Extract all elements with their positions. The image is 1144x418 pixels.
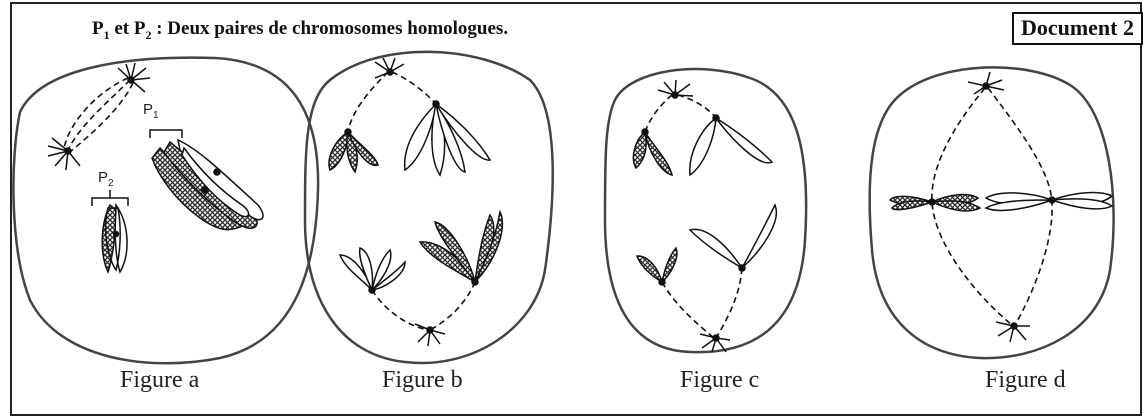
figure-b-chromatids-top	[329, 101, 490, 175]
figure-d-cell	[870, 67, 1114, 358]
figure-a-pair-p2	[92, 190, 128, 272]
p2-label: P2	[98, 169, 114, 189]
figure-b-spindle	[348, 72, 475, 330]
figure-c-chromatids-top	[633, 115, 772, 175]
figure-a-spindle	[64, 78, 133, 152]
figure-b-label: Figure b	[382, 367, 463, 394]
figure-d-aster-top	[968, 72, 1004, 94]
figure-b-chromatids-bottom	[340, 212, 502, 293]
p1-label: P1	[143, 101, 159, 121]
figure-a-aster-left	[48, 138, 80, 170]
figure-a-pair-p1	[150, 130, 263, 230]
figure-b-aster-top	[375, 58, 404, 78]
figure-c-aster-top	[658, 80, 693, 98]
figure-a-cell	[13, 58, 318, 364]
figure-c-chromatids-bottom	[637, 205, 776, 285]
figure-b-cell	[305, 52, 553, 363]
figure-a-label: Figure a	[120, 367, 199, 394]
figure-c-label: Figure c	[680, 367, 759, 394]
figure-d-metaphase-plate	[890, 193, 1112, 211]
figure-d-label: Figure d	[985, 367, 1066, 394]
figure-d-aster-bottom	[996, 322, 1030, 342]
